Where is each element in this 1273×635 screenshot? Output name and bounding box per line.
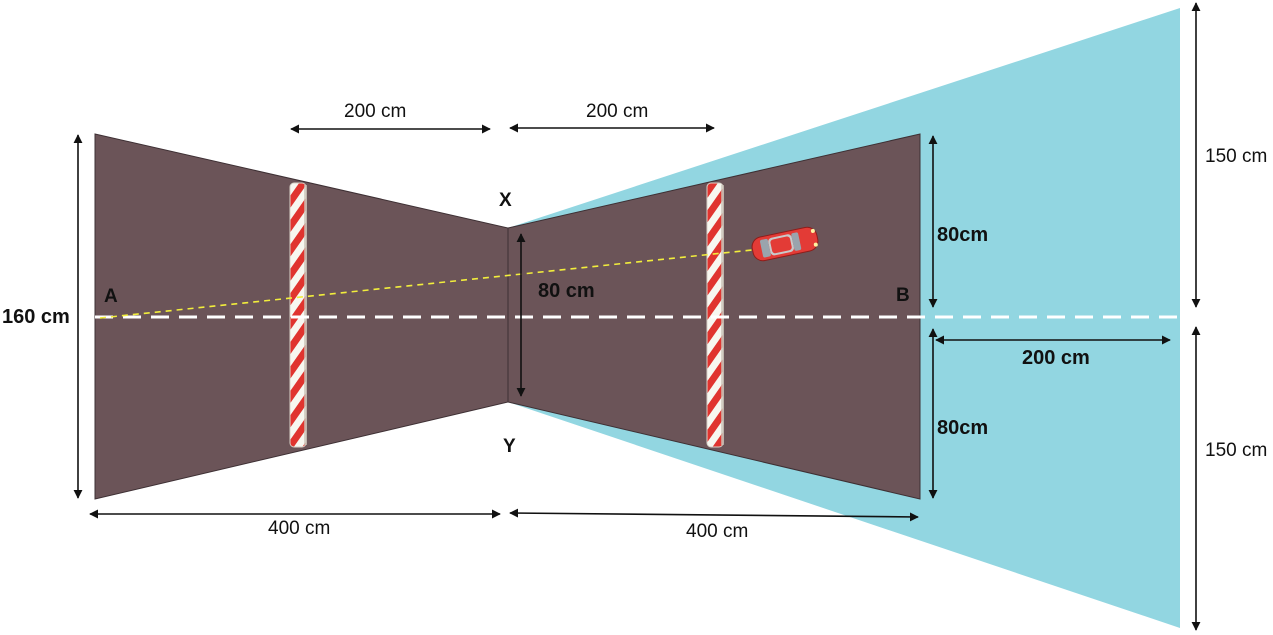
dim-bottom-left-400: 400 cm [268,518,330,539]
dim-left-160: 160 cm [2,306,70,328]
point-a-label: A [104,286,118,307]
dim-far-lower-150: 150 cm [1205,440,1267,461]
point-y-label: Y [503,436,516,457]
dim-far-upper-150: 150 cm [1205,146,1267,167]
dim-throat-80: 80 cm [538,280,595,302]
dim-top-right-200: 200 cm [586,101,648,122]
point-b-label: B [896,285,910,306]
car-icon [751,226,819,262]
dim-bottom-right-400: 400 cm [686,521,748,542]
striped-pole-left [289,182,307,448]
dim-right-upper-80: 80cm [937,224,988,246]
dim-right-lower-80: 80cm [937,417,988,439]
dim-top-left-200: 200 cm [344,101,406,122]
dim-right-offset-200: 200 cm [1022,347,1090,369]
striped-pole-right [706,182,724,448]
point-x-label: X [499,190,512,211]
arrow-bottom-right-400 [509,508,919,522]
